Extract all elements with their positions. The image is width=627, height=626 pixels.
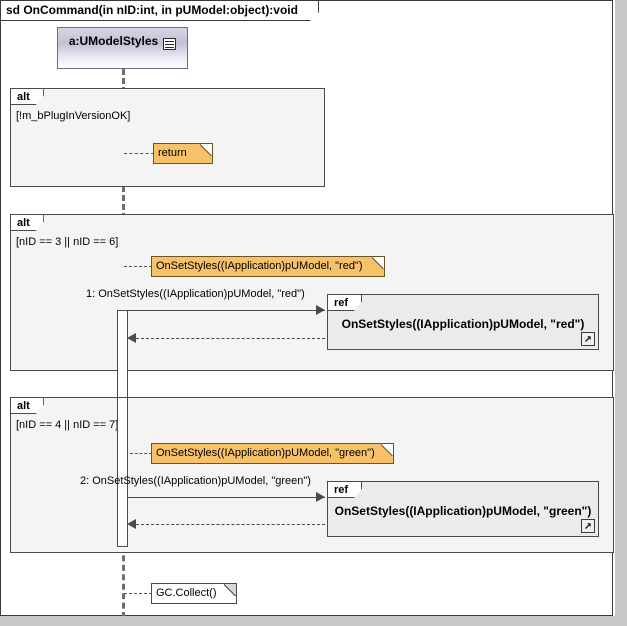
message-label-1: 1: OnSetStyles((IApplication)pUModel, "r… [86,288,305,300]
lifeline-name: a:UModelStyles [68,34,159,48]
ref-fragment-green[interactable]: ref OnSetStyles((IApplication)pUModel, "… [327,481,599,537]
ref-fragment-red[interactable]: ref OnSetStyles((IApplication)pUModel, "… [327,294,599,350]
note-fold-corner-icon [381,444,393,456]
note-text-3: OnSetStyles((IApplication)pUModel, "gree… [156,447,375,459]
ref-operator-label-1: ref [327,294,362,311]
fragment-operator-label-3: alt [10,397,44,414]
open-diagram-icon[interactable] [581,519,595,533]
note-text-2: OnSetStyles((IApplication)pUModel, "red"… [156,260,363,272]
window-edge-right [615,0,627,626]
fragment-guard-3: [nID == 4 || nID == 7] [16,419,119,431]
object-list-icon [163,38,177,51]
note-onsetstyles-red[interactable]: OnSetStyles((IApplication)pUModel, "red"… [151,256,385,277]
window-edge-bottom [0,616,627,626]
message-reply-1 [136,338,325,339]
message-reply-1-arrowhead [127,333,136,343]
note-fold-corner-icon [372,257,384,269]
activation-bar-continued [117,397,128,547]
note-connector-3 [130,453,152,454]
note-connector-1 [124,153,154,154]
note-text-4: GC.Collect() [156,587,217,599]
message-call-1 [127,310,325,311]
message-call-2-arrowhead [316,492,325,502]
ref-operator-label-2: ref [327,481,362,498]
lifeline-dash-lower [122,546,125,618]
fragment-guard-1: [!m_bPlugInVersionOK] [16,110,131,122]
note-text-1: return [158,147,187,159]
lifeline-head-aumodelstyles[interactable]: a:UModelStyles [57,27,188,69]
note-return[interactable]: return [153,143,213,164]
message-call-1-arrowhead [316,305,325,315]
note-fold-corner-icon [200,144,212,156]
message-reply-2 [136,524,325,525]
message-reply-2-arrowhead [127,519,136,529]
fragment-guard-2: [nID == 3 || nID == 6] [16,236,119,248]
ref-label-2: OnSetStyles((IApplication)pUModel, "gree… [334,504,592,518]
message-call-2 [127,497,325,498]
message-label-2: 2: OnSetStyles((IApplication)pUModel, "g… [80,475,311,487]
lifeline-dash-upper [122,69,125,336]
fragment-operator-label-1: alt [10,88,44,105]
ref-label-1: OnSetStyles((IApplication)pUModel, "red"… [341,317,585,331]
note-gc-collect[interactable]: GC.Collect() [151,583,237,604]
note-fold-corner-icon [224,584,236,596]
note-onsetstyles-green[interactable]: OnSetStyles((IApplication)pUModel, "gree… [151,443,394,464]
fragment-operator-label-2: alt [10,214,44,231]
note-connector-2 [124,266,152,267]
open-diagram-icon[interactable] [581,332,595,346]
frame-title: sd OnCommand(in nID:int, in pUModel:obje… [1,1,319,21]
note-connector-4 [124,593,152,594]
fragment-alt-1[interactable]: alt [!m_bPlugInVersionOK] [10,88,325,187]
